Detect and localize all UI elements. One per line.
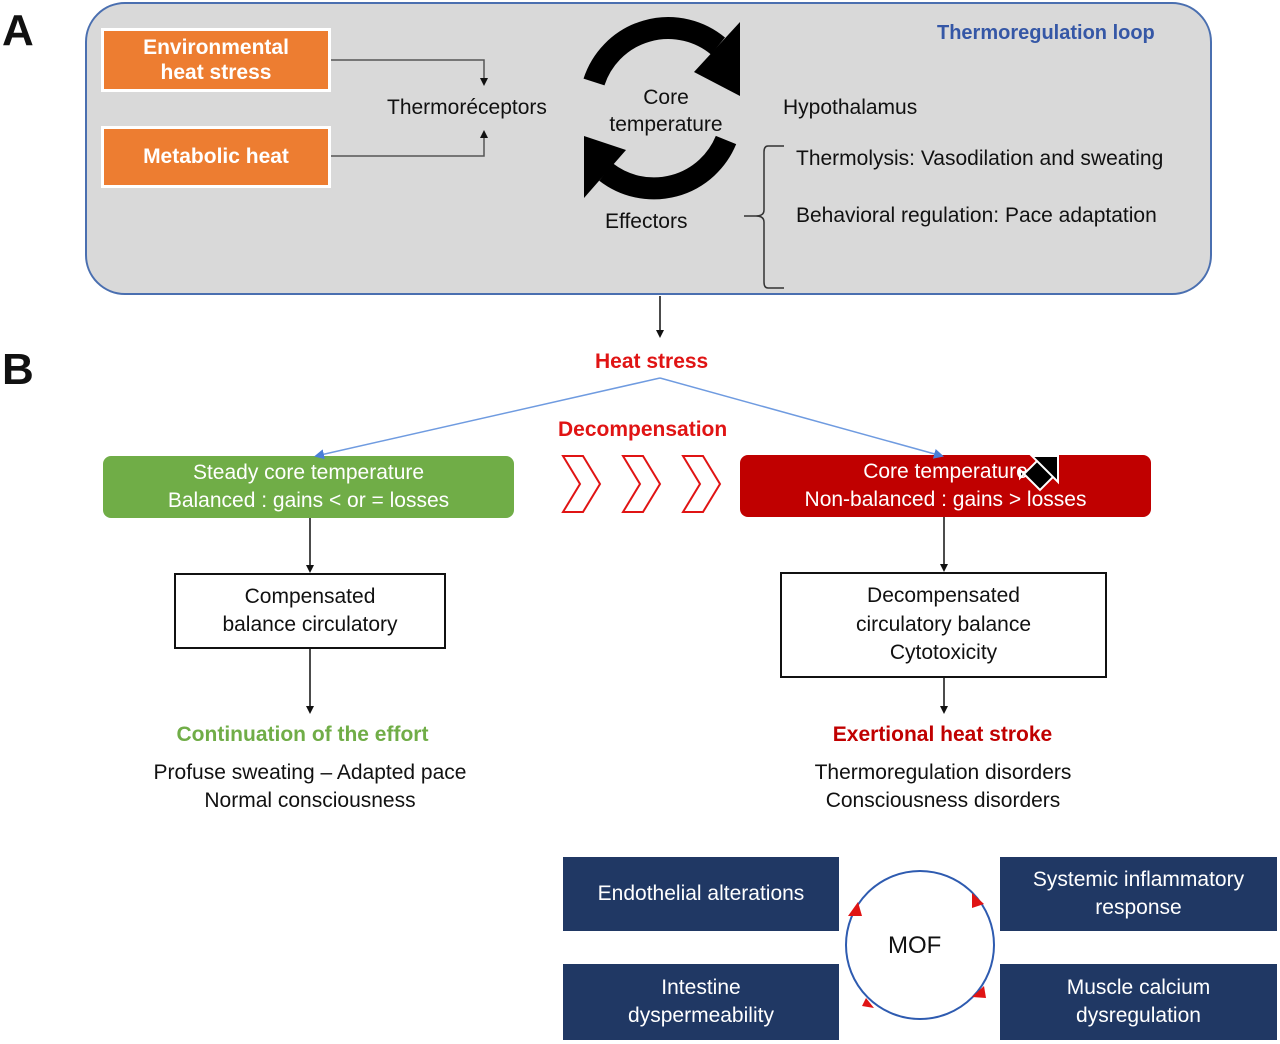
heat-stress-left-branch: [314, 377, 661, 460]
env-heat-line2: heat stress: [160, 61, 272, 84]
rising-arrow-icon: [1019, 455, 1059, 492]
exertional-heat-stroke-title: Exertional heat stroke: [832, 723, 1053, 746]
effectors-label: Effectors: [605, 210, 688, 233]
decompensation-chevrons-icon: [561, 455, 722, 513]
systemic-line2: response: [1095, 896, 1182, 919]
effectors-bracket: [755, 145, 784, 289]
intestine-dyspermeability-box: Intestine dyspermeability: [563, 964, 839, 1040]
continuation-details: Profuse sweating – Adapted pace Normal c…: [110, 759, 510, 816]
heat-stress-right-branch: [659, 377, 944, 459]
continuation-line2: Normal consciousness: [204, 789, 416, 813]
intestine-line1: Intestine: [661, 975, 741, 999]
exertional-details: Thermoregulation disorders Consciousness…: [760, 759, 1126, 816]
exertional-line2: Consciousness disorders: [825, 789, 1061, 813]
core-temperature-box: Core temperature Non-balanced : gains > …: [740, 455, 1151, 517]
decompensated-box: Decompensated circulatory balance Cytoto…: [780, 572, 1107, 678]
decompensated-line1: Decompensated: [867, 584, 1020, 608]
compensated-box: Compensated balance circulatory: [174, 573, 446, 649]
metabolic-heat-box: Metabolic heat: [101, 126, 331, 188]
env-heat-connector: [331, 59, 488, 86]
core-temperature-label: Core temperature: [596, 84, 736, 139]
steady-line1: Steady core temperature: [192, 460, 425, 484]
hypothalamus-label: Hypothalamus: [783, 96, 918, 119]
thermolysis-label: Thermolysis: Vasodilation and sweating: [796, 147, 1164, 170]
environmental-heat-stress-box: Environmental heat stress: [101, 28, 331, 92]
steady-line2: Balanced : gains < or = losses: [167, 489, 450, 512]
heat-stress-label: Heat stress: [595, 350, 709, 373]
intestine-line2: dyspermeability: [628, 1004, 774, 1027]
core-line1: Core temperature: [863, 459, 1028, 483]
thermoreceptors-label: Thermoréceptors: [387, 96, 547, 119]
core-line2: Non-balanced : gains > losses: [804, 488, 1087, 511]
muscle-calcium-box: Muscle calcium dysregulation: [1000, 964, 1277, 1040]
muscle-line2: dysregulation: [1076, 1004, 1201, 1027]
mof-circle: [845, 870, 995, 1020]
compensated-line2: balance circulatory: [222, 613, 398, 636]
behavioral-regulation-label: Behavioral regulation: Pace adaptation: [796, 204, 1157, 227]
metabolic-heat-connector: [331, 130, 488, 157]
continuation-title: Continuation of the effort: [176, 723, 429, 746]
systemic-line1: Systemic inflammatory: [1032, 867, 1245, 891]
env-heat-line1: Environmental: [143, 35, 289, 59]
continuation-line1: Profuse sweating – Adapted pace: [153, 761, 467, 784]
mof-circle-arrowheads: [848, 893, 986, 1008]
panel-a-letter: A: [2, 6, 34, 55]
loop-title: Thermoregulation loop: [937, 22, 1155, 44]
systemic-inflammatory-box: Systemic inflammatory response: [1000, 857, 1277, 931]
decompensated-line2: circulatory balance: [855, 612, 1032, 636]
panel-b-letter: B: [2, 345, 34, 394]
exertional-line1: Thermoregulation disorders: [814, 761, 1072, 784]
decompensated-line3: Cytotoxicity: [889, 641, 998, 665]
cycle-arrows-icon: [583, 17, 740, 200]
core-temp-line2: temperature: [609, 113, 723, 137]
core-temp-line1: Core: [643, 86, 689, 109]
steady-core-temperature-box: Steady core temperature Balanced : gains…: [103, 456, 514, 518]
compensated-line1: Compensated: [244, 584, 376, 608]
mof-label: MOF: [888, 932, 942, 959]
endothelial-alterations-box: Endothelial alterations: [563, 857, 839, 931]
decompensation-label: Decompensation: [558, 418, 728, 441]
muscle-line1: Muscle calcium: [1066, 975, 1211, 999]
